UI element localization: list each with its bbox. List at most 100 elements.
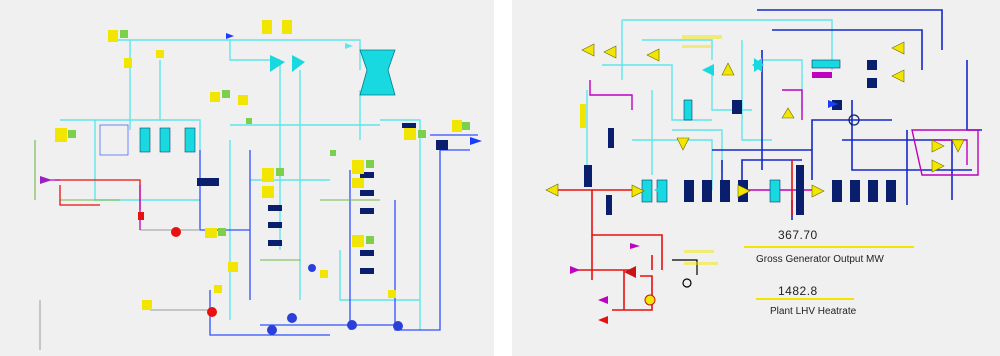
drum <box>867 60 877 70</box>
left-stream-arrows <box>40 33 482 184</box>
label-tag <box>462 122 470 130</box>
pipe <box>602 64 712 121</box>
drum <box>732 100 742 114</box>
drum <box>360 268 374 274</box>
outlet-arrow-icon <box>470 137 482 145</box>
pipe <box>757 9 943 50</box>
pipe <box>672 259 698 275</box>
annotation <box>684 262 718 265</box>
heat-exchanger <box>702 180 712 202</box>
right-reheat-lines <box>589 80 979 191</box>
pipe <box>589 80 633 110</box>
drum <box>268 205 282 211</box>
pipe <box>642 39 713 60</box>
component <box>352 160 364 174</box>
label-tag <box>366 236 374 244</box>
right-water-lines <box>586 19 833 190</box>
right-red-components <box>624 266 656 306</box>
right-process-diagram: 367.70 Gross Generator Output MW 1482.8 … <box>512 0 1000 356</box>
annotation <box>682 45 712 48</box>
heat-exchanger <box>684 180 694 202</box>
pump-icon <box>347 320 357 330</box>
pump-icon <box>308 264 316 272</box>
component <box>452 120 462 132</box>
left-green-labels <box>68 30 470 244</box>
right-cyan-triangles <box>654 58 764 196</box>
heat-exchanger <box>159 127 171 153</box>
readout-rule <box>744 246 914 248</box>
drum <box>197 178 219 186</box>
pipe <box>851 100 972 171</box>
mixer-icon <box>682 278 692 288</box>
label-tag <box>120 30 128 38</box>
component <box>352 235 364 247</box>
pump-icon <box>781 107 795 119</box>
arrow-icon <box>226 33 234 39</box>
component <box>262 168 274 182</box>
turbine-icon <box>702 64 714 76</box>
valve-icon <box>138 212 144 220</box>
drum <box>402 123 416 128</box>
pump-icon <box>624 266 636 278</box>
pipe <box>782 89 803 120</box>
component <box>205 228 217 238</box>
inlet-arrow-icon <box>40 176 52 184</box>
hp-turbine-icon <box>270 55 285 72</box>
pump-icon <box>931 159 945 173</box>
left-green-lines <box>34 140 380 261</box>
component <box>142 300 152 310</box>
heat-exchanger <box>769 179 781 203</box>
pump-icon <box>737 184 751 198</box>
annotation <box>682 35 722 39</box>
component <box>214 285 222 293</box>
pipe <box>622 19 833 70</box>
stack-icon <box>796 165 804 215</box>
turbine-icon <box>654 184 666 196</box>
heat-exchanger <box>811 59 841 69</box>
right-dark-components <box>580 60 896 215</box>
component <box>210 92 220 102</box>
right-gas-lines <box>547 160 793 311</box>
heat-exchanger <box>139 127 151 153</box>
pump-icon <box>676 137 690 151</box>
drum <box>867 78 877 88</box>
pipe <box>966 60 982 131</box>
component <box>108 30 118 42</box>
right-stream-arrows <box>570 100 838 324</box>
component <box>156 50 164 58</box>
pump-icon <box>207 307 217 317</box>
right-black-lines <box>672 259 698 275</box>
right-steam-lines <box>712 9 982 220</box>
pipe <box>741 40 772 141</box>
left-exchangers <box>99 124 196 156</box>
inlet-arrow-icon <box>630 243 640 249</box>
heat-exchanger <box>608 128 614 148</box>
label-tag <box>68 130 76 138</box>
left-red-components <box>138 212 217 317</box>
pump-icon <box>951 139 965 153</box>
right-triangles <box>545 41 965 198</box>
component <box>238 95 248 105</box>
component <box>55 128 67 142</box>
pump-icon <box>171 227 181 237</box>
heat-exchanger <box>184 127 196 153</box>
heatrate-label: Plant LHV Heatrate <box>770 306 857 317</box>
gross-output-value: 367.70 <box>778 228 818 242</box>
label-tag <box>366 160 374 168</box>
pump-icon <box>891 41 905 55</box>
heat-exchanger <box>606 195 612 215</box>
drum <box>360 208 374 214</box>
pipe <box>762 59 803 110</box>
readout-rule <box>756 298 854 300</box>
pump-icon <box>646 48 660 62</box>
drum <box>268 222 282 228</box>
heat-exchanger <box>868 180 878 202</box>
pipe <box>110 39 361 70</box>
pump-icon <box>931 139 945 153</box>
drum <box>812 72 832 78</box>
arrow-icon <box>828 100 838 108</box>
label-tag <box>218 228 226 236</box>
ip-turbine-icon <box>292 55 305 72</box>
label-tag <box>222 90 230 98</box>
right-schematic <box>545 9 982 324</box>
